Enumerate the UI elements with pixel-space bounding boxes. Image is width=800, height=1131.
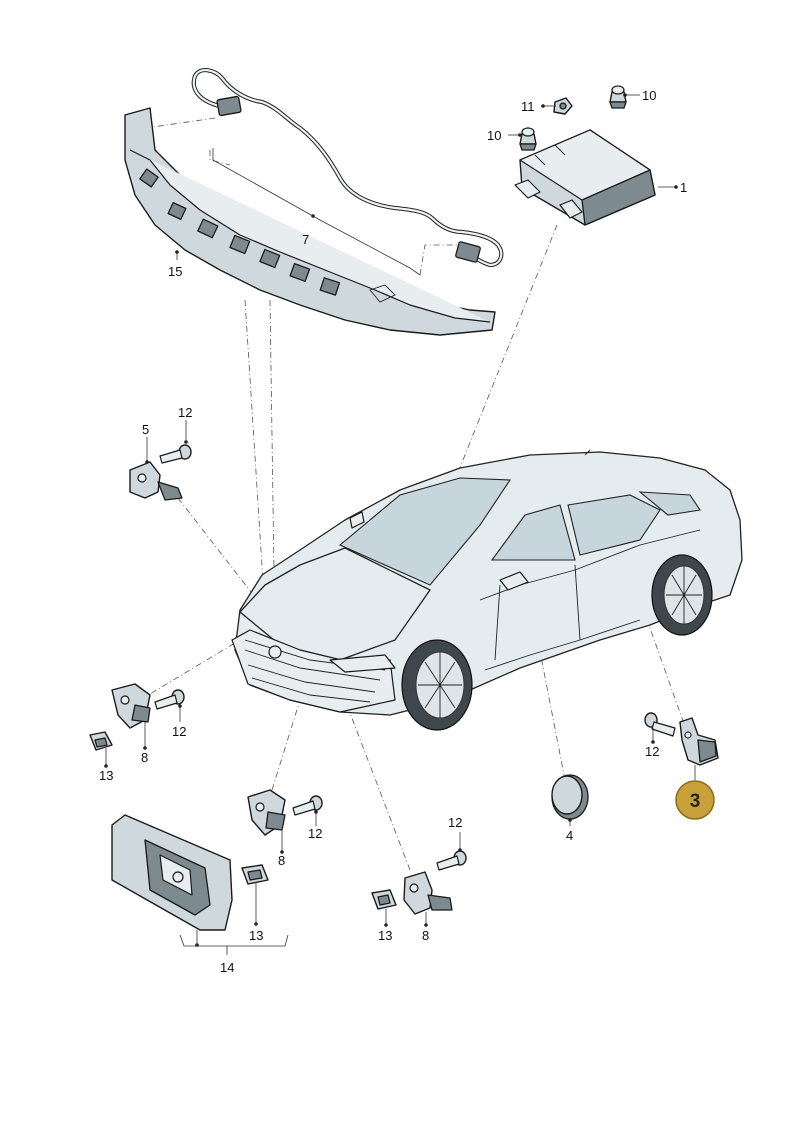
nut-part-11 <box>553 97 573 115</box>
callout-12b: 12 <box>172 724 186 739</box>
control-unit-part <box>514 129 656 226</box>
sensor-part-8a <box>111 683 151 729</box>
callout-14: 14 <box>220 960 234 975</box>
callout-10a: 10 <box>642 88 656 103</box>
callout-4: 4 <box>566 828 573 843</box>
bolt-part-12b <box>154 689 185 710</box>
cap-part-4 <box>551 774 589 820</box>
callout-15: 15 <box>168 264 182 279</box>
callout-7: 7 <box>302 232 309 247</box>
highlight-badge <box>675 780 715 820</box>
bolt-part-12d <box>436 850 467 871</box>
energy-absorber-part <box>124 107 496 336</box>
callout-13c: 13 <box>378 928 392 943</box>
callout-13a: 13 <box>99 768 113 783</box>
sensor-part-8c <box>403 871 453 915</box>
bracket-part-14 <box>111 814 233 931</box>
bolt-part-12c <box>292 795 323 816</box>
callout-12d: 12 <box>448 815 462 830</box>
callout-10b: 10 <box>487 128 501 143</box>
bolt-part-12a <box>159 444 192 464</box>
callout-labels: 1 10 10 11 7 15 5 12 8 12 13 8 12 13 14 … <box>99 88 700 975</box>
sensor-part-3 <box>679 717 719 766</box>
sensor-part-8b <box>247 789 286 836</box>
clip-part-13a <box>89 731 113 751</box>
nut-part-10a <box>609 85 627 109</box>
callout-12c: 12 <box>308 826 322 841</box>
clip-part-13b <box>241 864 269 885</box>
callout-8b: 8 <box>278 853 285 868</box>
callout-3: 3 <box>690 791 701 812</box>
callout-12e: 12 <box>645 744 659 759</box>
callout-leaders <box>104 93 696 955</box>
callout-12a: 12 <box>178 405 192 420</box>
callout-8c: 8 <box>422 928 429 943</box>
clip-part-13c <box>371 889 397 910</box>
callout-1: 1 <box>680 180 687 195</box>
wiring-harness-part <box>191 68 504 276</box>
callout-8a: 8 <box>141 750 148 765</box>
nut-part-10b <box>519 127 537 151</box>
callout-11: 11 <box>521 99 535 114</box>
callout-5: 5 <box>142 422 149 437</box>
bolt-part-12e <box>644 712 676 737</box>
car-illustration <box>231 449 743 731</box>
callout-13b: 13 <box>249 928 263 943</box>
sensor-part-5 <box>129 461 183 501</box>
